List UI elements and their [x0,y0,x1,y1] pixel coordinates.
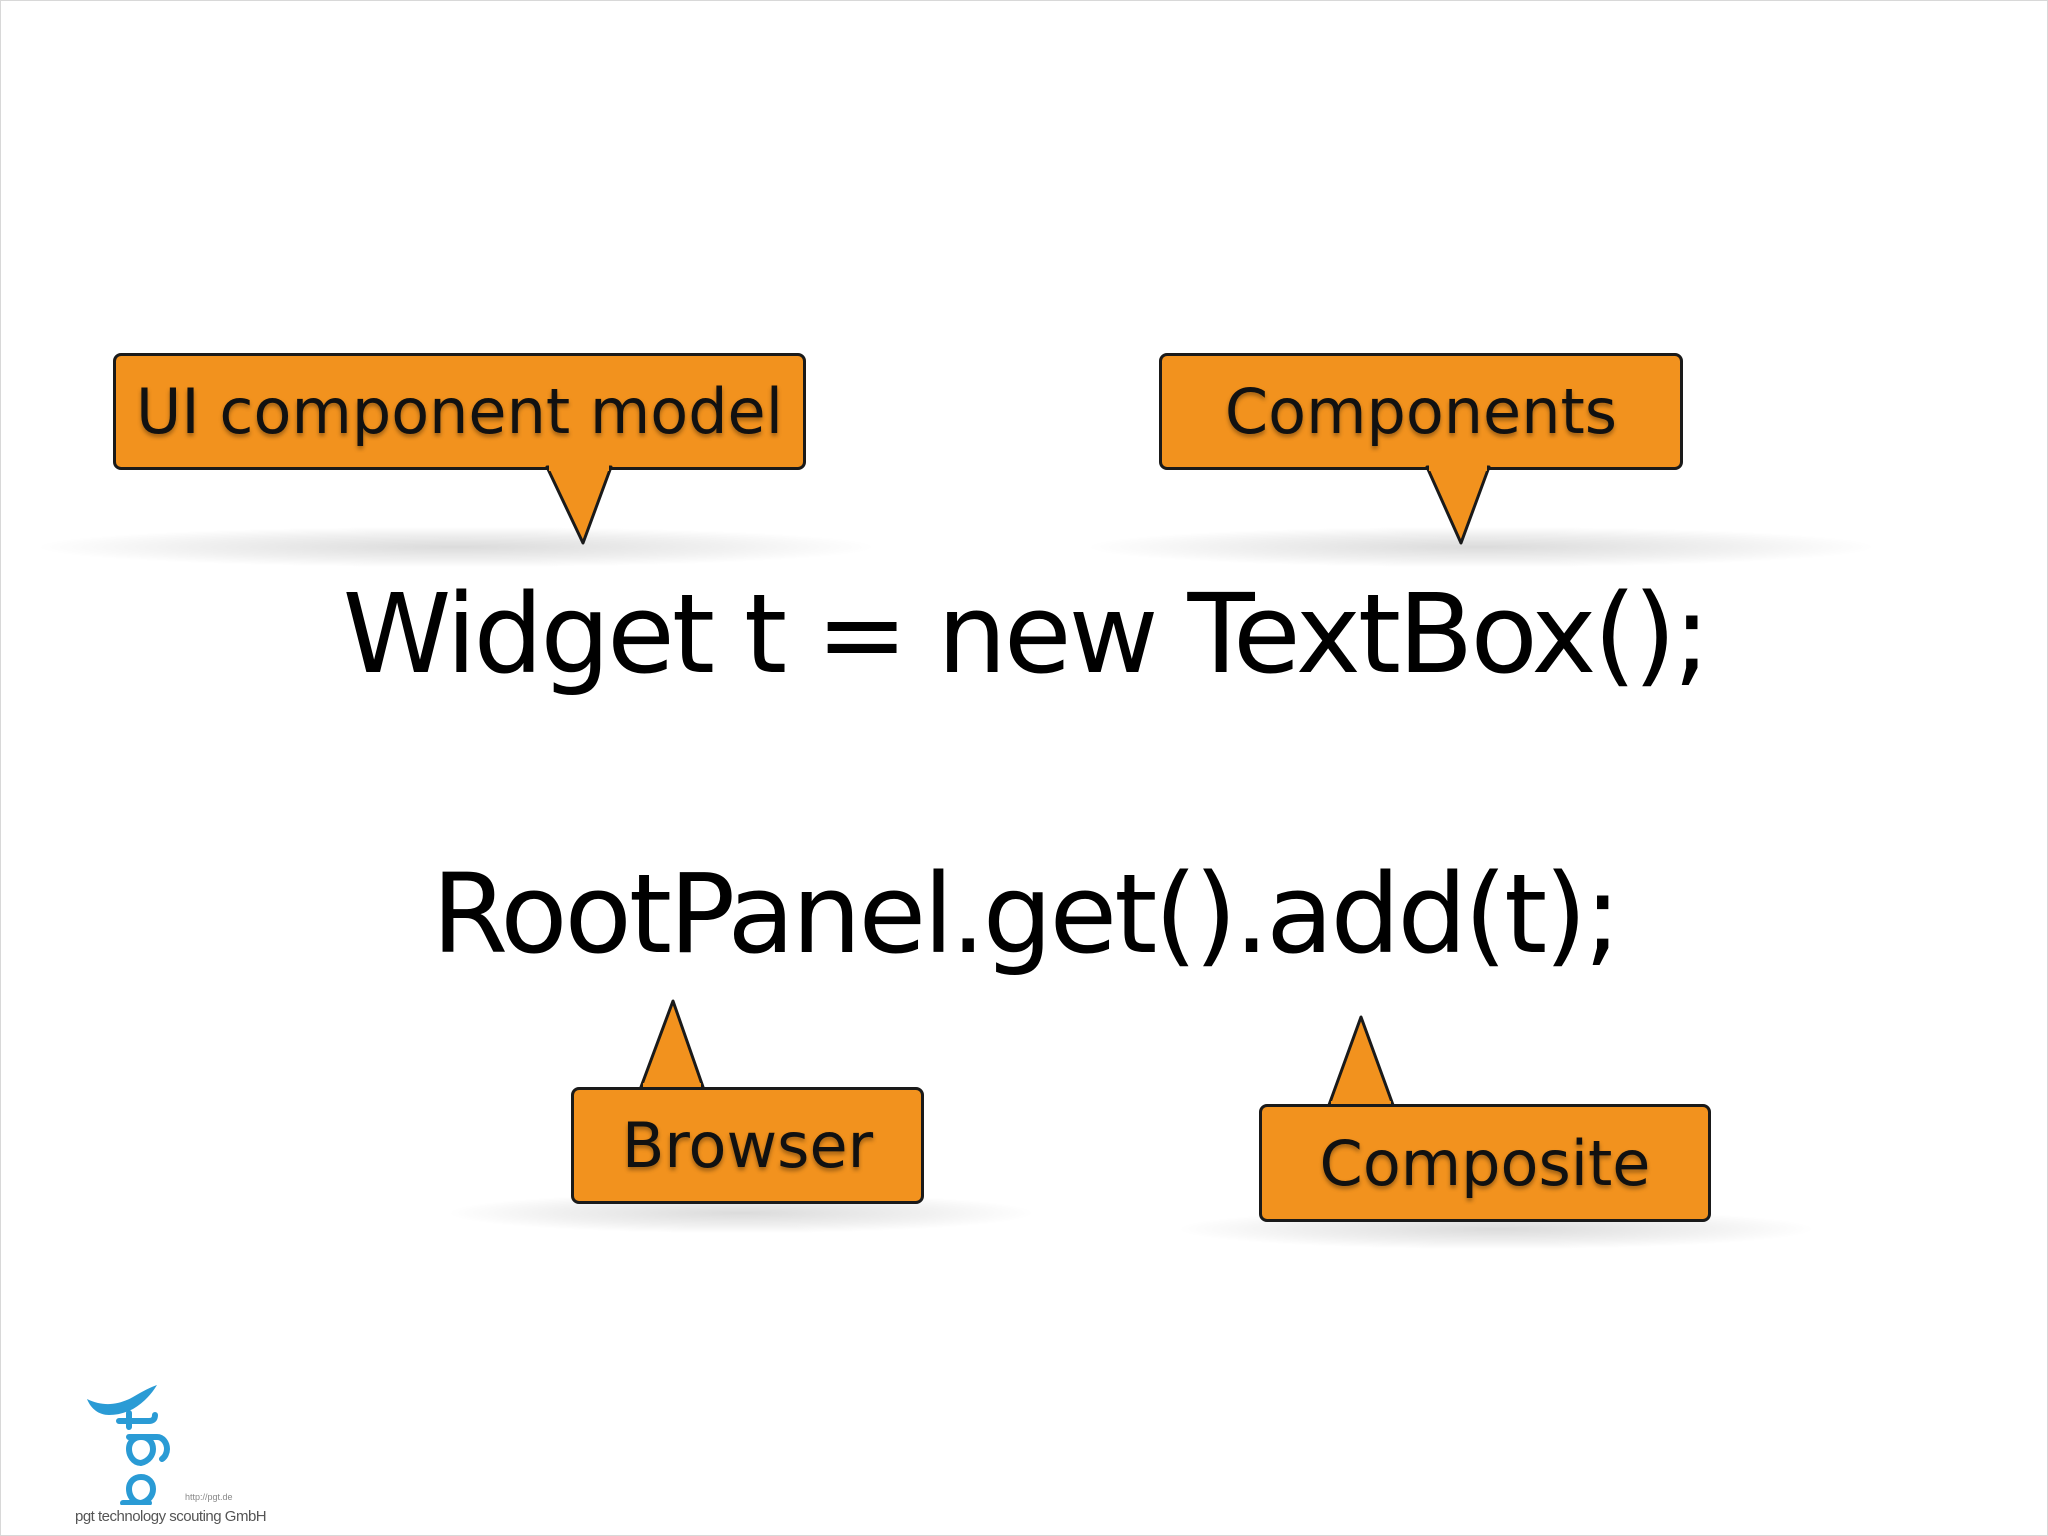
callout-label: Browser [621,1109,874,1182]
callout-browser: Browser [571,1087,924,1204]
logo-tagline: pgt technology scouting GmbH [75,1508,267,1525]
pgt-logo: http://pgt.de pgt technology scouting Gm… [75,1385,267,1531]
callout-pointer [1327,1015,1395,1109]
callout-label: Components [1224,375,1618,448]
callout-shadow [41,527,871,567]
callout-pointer [545,465,613,545]
code-line-rootpanel: RootPanel.get().add(t); [431,850,1621,978]
callout-composite: Composite [1259,1104,1711,1222]
callout-shadow [1091,527,1871,567]
code-line-widget: Widget t = new TextBox(); [342,570,1711,698]
callout-pointer [639,999,705,1091]
callout-components: Components [1159,353,1683,470]
callout-label: UI component model [136,375,783,448]
callout-pointer [1425,465,1491,545]
callout-label: Composite [1319,1126,1651,1200]
pgt-logo-mark [87,1385,171,1505]
callout-ui-component-model: UI component model [113,353,806,470]
logo-url: http://pgt.de [185,1492,233,1502]
